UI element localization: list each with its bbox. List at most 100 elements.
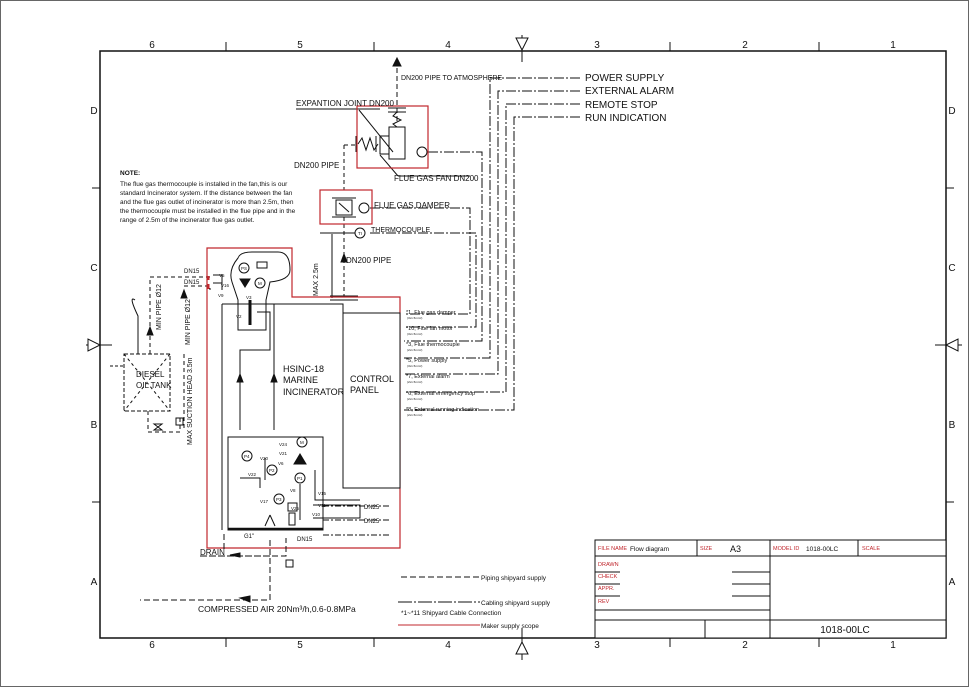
incinerator-labels: HSINC-18 MARINE INCINERATOR CONTROL PANE… xyxy=(283,364,394,397)
diagram-label: M xyxy=(300,440,304,445)
diagram-stroke xyxy=(229,552,251,603)
col-label: 4 xyxy=(445,40,451,51)
diagram-stroke xyxy=(370,207,471,315)
diesel-tank-label2: OIL TANK xyxy=(136,381,172,390)
diagram-stroke: *1, Flue gas damper *10, Flue fan motor … xyxy=(406,310,479,413)
dn15-label: DN15 xyxy=(184,280,200,286)
cable-list: *1, Flue gas damper *10, Flue fan motor … xyxy=(406,310,479,417)
diagram-label: TI xyxy=(358,231,362,236)
model-id-label: MODEL ID xyxy=(773,546,799,552)
drawn-label: DRAWN xyxy=(598,562,619,568)
diagram-stroke xyxy=(175,417,184,426)
center-markers xyxy=(87,37,959,655)
diagram-label: (2x1.5mm²) xyxy=(407,397,422,401)
diagram-label: P3 xyxy=(276,497,282,502)
flue-labels: DN200 PIPE TO ATMOSPHERE EXPANTION JOINT… xyxy=(294,75,502,296)
control-panel xyxy=(342,312,401,489)
row-label: D xyxy=(948,106,955,117)
diagram-stroke xyxy=(200,538,287,557)
note-line: and the flue gas outlet of incinerator i… xyxy=(120,199,294,206)
diagram-label: V21 xyxy=(279,451,288,456)
max-distance-label: MAX 2.5m xyxy=(313,263,320,296)
col-label: 5 xyxy=(297,40,303,51)
diagram-stroke xyxy=(241,450,253,462)
diagram-stroke xyxy=(404,77,580,359)
legend-cable-connection: *1~*11 Shipyard Cable Connection xyxy=(401,610,502,617)
diagram-stroke xyxy=(213,274,223,290)
diagram-stroke xyxy=(404,90,580,375)
diagram-label: V8 xyxy=(290,488,296,493)
rev-label: REV xyxy=(598,599,610,605)
diagram-label: V16 xyxy=(221,283,230,288)
diagram-label: V2 xyxy=(236,314,242,319)
g1-label: G1" xyxy=(244,534,254,540)
diagram-stroke xyxy=(358,109,394,153)
cable-label: *6, External emergency stop xyxy=(406,391,475,397)
diagram-label: P1 xyxy=(297,476,303,481)
file-name-value: Flow diagram xyxy=(630,546,669,553)
diagram-stroke xyxy=(343,144,356,190)
legend: Piping shipyard supply Cabling shipyard … xyxy=(398,575,551,630)
diagram-label: V17 xyxy=(260,499,269,504)
flue-gas-fan-label: FLUE GAS FAN DN200 xyxy=(394,174,479,183)
center-marker-bottom xyxy=(515,640,529,655)
col-label: 6 xyxy=(149,640,155,651)
col-label: 1 xyxy=(890,40,896,51)
diagram-stroke xyxy=(287,502,298,512)
diagram-stroke xyxy=(236,372,278,383)
diagram-label: V10 xyxy=(312,512,321,517)
diagram-stroke xyxy=(392,111,403,128)
thermocouple-label: THERMOCOUPLE xyxy=(371,227,430,234)
diagram-label: (2x1.5mm²) xyxy=(407,380,422,384)
file-name-label: FILE NAME xyxy=(598,546,627,552)
diesel-labels: DIESEL OIL TANK MIN PIPE Ø12 MIN PIPE Ø1… xyxy=(136,269,380,614)
diagram-label: (2x1.5mm²) xyxy=(407,348,422,352)
diagram-stroke xyxy=(293,453,307,465)
control-panel-label: CONTROL xyxy=(350,374,394,384)
diagram-label: P4 xyxy=(244,454,250,459)
cable-label: *5, Power supply xyxy=(406,358,448,364)
diagram-stroke xyxy=(379,154,399,177)
diagram-stroke xyxy=(239,278,251,288)
diagram-stroke xyxy=(152,423,164,431)
diagram-label: P2 xyxy=(269,468,275,473)
diagram-label: (3x1.5mm²) xyxy=(407,316,422,320)
signal-run-indication: RUN INDICATION xyxy=(585,113,666,124)
diagram-label: V15 xyxy=(318,491,327,496)
diagram-label: M xyxy=(258,281,262,286)
row-label: B xyxy=(949,420,956,431)
diagram-stroke xyxy=(256,261,268,269)
pressure-switch-icon xyxy=(238,262,250,274)
center-marker-top xyxy=(515,37,529,52)
check-label: CHECK xyxy=(598,574,618,580)
center-marker-left xyxy=(87,338,102,352)
flue-system xyxy=(296,56,470,301)
note-line: standard Incinerator system. If the dist… xyxy=(120,190,293,197)
diagram-stroke xyxy=(146,288,188,336)
diagram-label: (2x1.5mm²) xyxy=(407,413,422,417)
appr-label: APPR. xyxy=(598,586,615,592)
diagram-label: V22 xyxy=(248,472,257,477)
fan-scope xyxy=(356,105,429,169)
cable-label: *3, Flue thermocouple xyxy=(406,342,460,348)
diagram-stroke xyxy=(379,135,390,155)
diagram-stroke xyxy=(340,252,348,263)
expansion-joint-label: EXPANTION JOINT DN200 xyxy=(296,99,395,108)
diagram-stroke xyxy=(131,298,139,354)
pipe-atmosphere-label: DN200 PIPE TO ATMOSPHERE xyxy=(401,75,502,82)
diagram-stroke xyxy=(288,512,296,526)
dn25-label: DN25 xyxy=(364,505,380,511)
note-line: the thermocouple must be installed in th… xyxy=(120,208,296,215)
incinerator-scope xyxy=(206,247,401,549)
diagram-stroke xyxy=(294,472,306,484)
compressed-air-label: COMPRESSED AIR 20Nm³/h,0.6-0.8MPa xyxy=(198,604,356,614)
incinerator xyxy=(213,251,401,531)
cable-label: *10, Flue fan motor xyxy=(406,326,453,332)
signal-power-supply: POWER SUPPLY xyxy=(585,73,665,84)
diesel-tank-label: DIESEL xyxy=(136,370,165,379)
row-label: B xyxy=(91,420,98,431)
dn200-pipe-label: DN200 PIPE xyxy=(294,161,339,170)
diagram-stroke xyxy=(273,493,285,505)
incinerator-line3: INCINERATOR xyxy=(283,387,345,397)
